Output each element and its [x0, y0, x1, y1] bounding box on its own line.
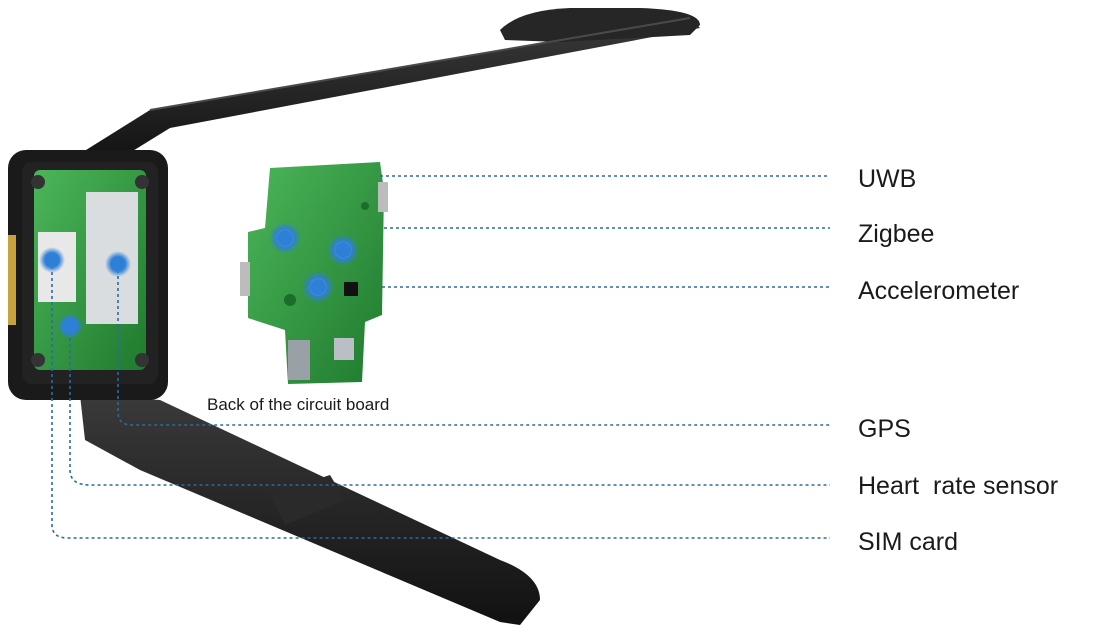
lower-strap — [80, 395, 540, 625]
label-heart-rate: Heart rate sensor — [858, 472, 1059, 500]
watch-body — [8, 150, 168, 400]
label-accelerometer: Accelerometer — [858, 277, 1020, 305]
label-zigbee: Zigbee — [858, 220, 935, 248]
label-sim-card: SIM card — [858, 528, 959, 556]
leader-line-gps — [117, 264, 830, 426]
label-uwb: UWB — [858, 165, 917, 193]
upper-strap — [70, 8, 700, 165]
leader-line-sim — [51, 260, 830, 539]
label-gps: GPS — [858, 415, 911, 443]
leader-lines — [51, 175, 830, 539]
component-markers — [39, 222, 359, 339]
leader-line-heart-rate — [69, 326, 830, 486]
circuit-board-caption: Back of the circuit board — [207, 395, 390, 414]
charging-pins — [8, 235, 16, 325]
